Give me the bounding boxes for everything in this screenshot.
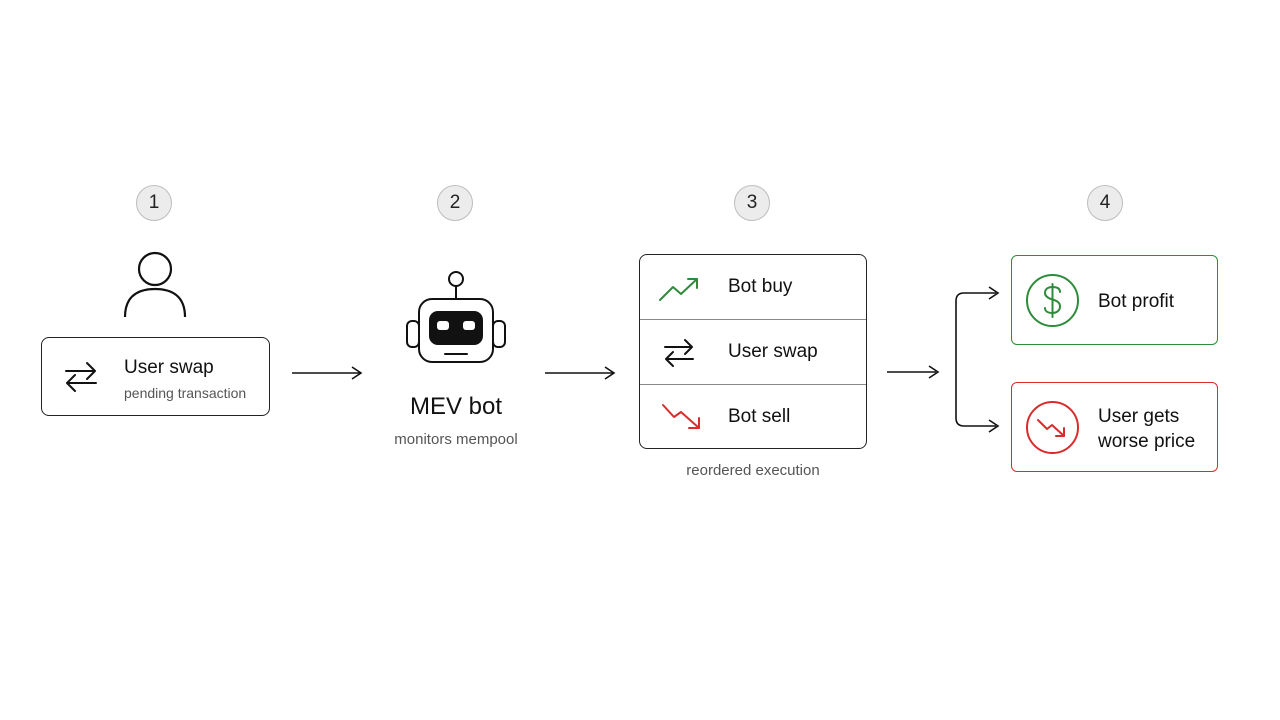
execution-divider bbox=[640, 319, 866, 320]
trend-up-icon bbox=[659, 278, 698, 301]
execution-caption: reordered execution bbox=[686, 462, 820, 479]
execution-row-bot-sell: Bot sell bbox=[640, 385, 866, 450]
step-badge-4: 4 bbox=[1087, 185, 1123, 221]
execution-label-bot-sell: Bot sell bbox=[728, 406, 791, 427]
mev-bot-subtitle: monitors mempool bbox=[394, 431, 518, 448]
execution-label-user-swap: User swap bbox=[728, 341, 818, 362]
trend-down-icon bbox=[1026, 401, 1079, 454]
user-icon bbox=[123, 251, 187, 318]
execution-row-bot-buy: Bot buy bbox=[640, 255, 866, 320]
step-badge-1: 1 bbox=[136, 185, 172, 221]
bot-profit-card: Bot profit bbox=[1011, 255, 1218, 345]
swap-arrows-icon bbox=[664, 339, 694, 367]
mev-bot-title: MEV bot bbox=[409, 393, 503, 420]
step-badge-3: 3 bbox=[734, 185, 770, 221]
user-swap-subtitle: pending transaction bbox=[124, 385, 247, 401]
flow-arrow-2 bbox=[545, 366, 616, 380]
execution-divider bbox=[640, 384, 866, 385]
worse-price-card: User gets worse price bbox=[1011, 382, 1218, 472]
user-swap-card: User swap pending transaction bbox=[41, 337, 270, 416]
execution-stack: Bot buy User swap Bot sell bbox=[639, 254, 867, 449]
dollar-icon bbox=[1026, 274, 1079, 327]
flow-split-arrows bbox=[887, 286, 1000, 433]
swap-arrows-icon bbox=[65, 362, 97, 392]
flow-arrow-1 bbox=[292, 366, 363, 380]
worse-price-label-line2: worse price bbox=[1098, 431, 1196, 452]
robot-icon bbox=[406, 271, 506, 363]
user-swap-title: User swap bbox=[124, 357, 214, 378]
step-badge-2: 2 bbox=[437, 185, 473, 221]
worse-price-label-line1: User gets bbox=[1098, 406, 1180, 427]
trend-down-icon bbox=[662, 404, 700, 429]
execution-label-bot-buy: Bot buy bbox=[728, 276, 793, 297]
execution-row-user-swap: User swap bbox=[640, 320, 866, 385]
bot-profit-label: Bot profit bbox=[1098, 291, 1175, 312]
